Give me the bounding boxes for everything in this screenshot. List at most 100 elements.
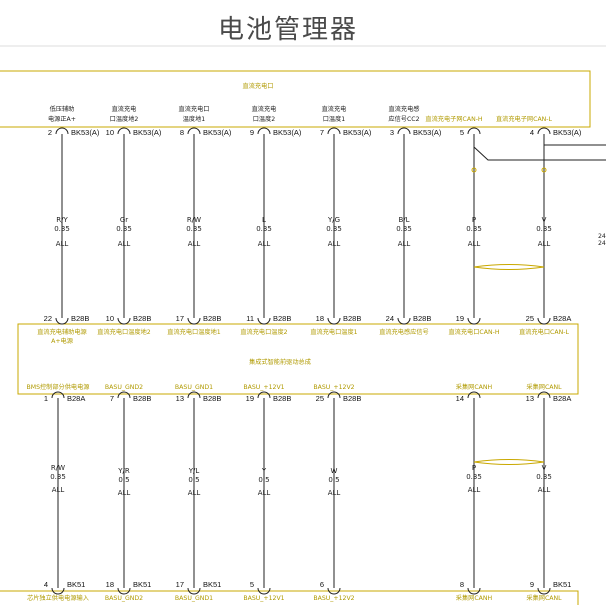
connector-code: B28B [133,314,151,323]
module-pin-label: BASU_+12V1 [243,384,284,391]
wire-gauge: 0.35 [466,225,482,233]
wire-color-code: Y/R [117,467,130,475]
top-connector-name: 直流充电子网CAN-L [496,115,553,123]
wire-gauge: 0.35 [536,473,552,481]
connector-cup [397,127,411,135]
splice-dot [541,167,547,173]
connector-cup [397,317,411,325]
connector-code: B28A [67,394,85,403]
pin-number: 18 [106,580,114,589]
top-connector-name: 口温度2 [253,115,276,123]
connector-code: BK51 [553,580,571,589]
pin-number: 17 [176,314,184,323]
module-pin-label: 直流充电口CAN-H [448,328,499,336]
connector-cup [257,391,271,399]
connector-code: B28A [553,314,571,323]
connector-cup [537,587,551,595]
bottom-box-outline [0,590,579,605]
connector-cup [327,587,341,595]
module-pin-label: 直流充电口温度地2 [97,328,150,336]
wire-color-code: P [472,464,476,472]
connector-cup [51,391,65,399]
module-name: 集成式智能前驱动总成 [249,358,311,366]
page-title: 电池管理器 [218,15,358,45]
module-pin-label: 直流充电感应信号 [379,328,429,336]
pin-number: 4 [44,580,48,589]
wire-gauge: 0.35 [50,473,66,481]
connector-code: B28B [343,394,361,403]
pin-number: 14 [456,394,464,403]
wire-color-code: Y/G [327,216,340,224]
connector-code: B28A [553,394,571,403]
connector-code: BK53(A) [343,128,372,137]
connector-code: BK53(A) [71,128,100,137]
wire-option: ALL [118,240,131,248]
connector-code: B28B [203,314,221,323]
connector-code: BK51 [133,580,151,589]
pin-number: 7 [110,394,114,403]
wire-option: ALL [52,486,65,494]
pin-number: 19 [456,314,464,323]
connector-cup [537,391,551,399]
connector-code: B28B [133,394,151,403]
top-box-title: 直流充电口 [243,82,274,90]
top-connector-name: 直流充电感 [389,105,420,113]
right-edge-label: 24 [598,240,606,247]
wire-gauge: 0.35 [116,225,132,233]
connector-cup [51,587,65,595]
pin-number: 1 [44,394,48,403]
connector-cup [55,317,69,325]
wire-option: ALL [328,489,341,497]
module-pin-label: BMS控制部分供电电源 [26,383,89,391]
connector-cup [537,127,551,135]
pin-number: 6 [320,580,324,589]
top-connector-name: 直流充电子网CAN-H [425,115,483,123]
wire-option: ALL [118,489,131,497]
connector-cup [187,317,201,325]
connector-cup [117,391,131,399]
pin-number: 3 [390,128,394,137]
pin-number: 18 [316,314,324,323]
can-l-branch [543,134,606,146]
wire-gauge: 0.35 [466,473,482,481]
wire-gauge: 0.5 [258,476,269,484]
bottom-connector-label: 采集网CANH [456,594,493,602]
connector-cup [327,127,341,135]
module-pin-label: A+电源 [51,337,73,345]
pin-number: 13 [176,394,184,403]
pin-number: 17 [176,580,184,589]
wire-option: ALL [56,240,69,248]
wire-option: ALL [258,240,271,248]
wire-gauge: 0.35 [54,225,70,233]
can-h-branch [473,134,606,161]
wire-gauge: 0.5 [188,476,199,484]
pin-number: 4 [530,128,534,137]
module-pin-label: BASU_GND2 [105,384,143,391]
bottom-connector-label: BASU_+12V1 [243,595,284,602]
bottom-connector-label: BASU_GND1 [175,595,213,602]
pin-number: 8 [180,128,184,137]
pin-number: 13 [526,394,534,403]
wire-option: ALL [538,240,551,248]
top-connector-name: 直流充电 [112,105,137,113]
lower-wire-group: R/W0.35ALLY/R0.5ALLY/L0.5ALLY0.5ALLW0.5A… [50,398,552,588]
bottom-connector-label: 芯片独立供电电源输入 [27,594,89,602]
bottom-connector-label: BASU_GND2 [105,595,143,602]
pin-number: 10 [106,314,114,323]
top-connector-name: 电源正A+ [48,115,76,123]
top-connector-name: 直流充电 [322,105,347,113]
wire-color-code: R/W [51,464,65,472]
wire-gauge: 0.5 [118,476,129,484]
module-pin-label: 直流充电口温度地1 [167,328,220,336]
connector-code: BK53(A) [273,128,302,137]
wire-color-code: R/Y [56,216,68,224]
wire-option: ALL [398,240,411,248]
top-connector-name: 应信号CC2 [388,115,419,123]
wire-gauge: 0.35 [396,225,412,233]
pin-number: 11 [246,314,254,323]
wire-option: ALL [188,489,201,497]
connector-cup [117,587,131,595]
connector-cup [257,317,271,325]
